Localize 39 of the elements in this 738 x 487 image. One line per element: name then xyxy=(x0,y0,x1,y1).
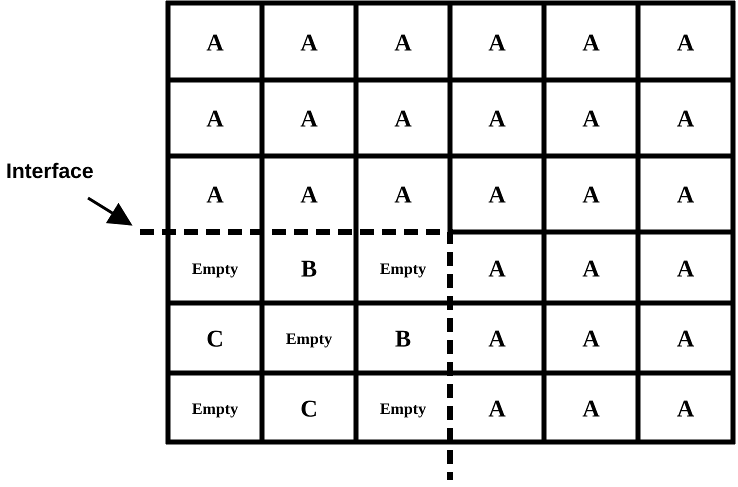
grid-label: A xyxy=(488,396,506,423)
grid-label: A xyxy=(676,326,694,354)
grid-label: A xyxy=(582,256,600,283)
grid-label: A xyxy=(676,182,694,210)
grid-label: A xyxy=(676,256,694,283)
grid-label: Empty xyxy=(286,331,332,349)
leader-arrow xyxy=(87,196,133,226)
grid-label: A xyxy=(582,326,600,354)
grid-label: A xyxy=(582,396,600,423)
grid-label: A xyxy=(488,182,506,210)
grid-label: A xyxy=(394,182,412,210)
grid-label: Empty xyxy=(192,400,238,418)
grid-label: A xyxy=(676,30,694,57)
grid-label: A xyxy=(300,182,318,210)
grid-label: C xyxy=(300,396,318,423)
grid-label: A xyxy=(676,396,694,423)
grid-label: B xyxy=(301,256,317,283)
grid-label: A xyxy=(582,182,600,210)
grid-label: A xyxy=(206,30,224,57)
grid-label: Empty xyxy=(192,260,238,278)
grid-label: Empty xyxy=(380,260,426,278)
grid-label: A xyxy=(300,106,318,134)
grid-label: B xyxy=(395,326,411,354)
grid-label: A xyxy=(582,106,600,134)
grid-label: A xyxy=(300,30,318,57)
grid-label: A xyxy=(488,256,506,283)
grid-label: A xyxy=(488,106,506,134)
grid-label: A xyxy=(488,326,506,354)
grid-label: Empty xyxy=(380,400,426,418)
grid-label: C xyxy=(206,326,224,354)
grid-label: A xyxy=(394,30,412,57)
grid-label: A xyxy=(206,182,224,210)
grid-label: A xyxy=(394,106,412,134)
grid-label: A xyxy=(488,30,506,57)
grid-label: A xyxy=(676,106,694,134)
grid-label: A xyxy=(206,106,224,134)
grid-label: A xyxy=(582,30,600,57)
callout-text: Interface xyxy=(6,160,94,184)
interface-line xyxy=(140,229,453,480)
